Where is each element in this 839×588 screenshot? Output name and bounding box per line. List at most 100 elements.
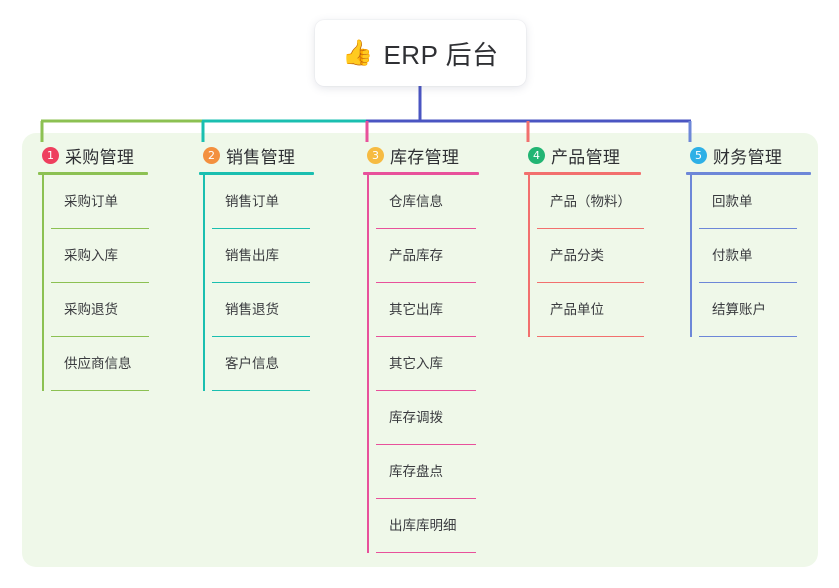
branch-item[interactable]: 销售出库	[212, 229, 351, 283]
branch-item-underline	[376, 335, 476, 337]
branch-item-underline	[537, 227, 644, 229]
branch-items: 仓库信息产品库存其它出库其它入库库存调拨库存盘点出库库明细	[363, 175, 515, 553]
branch-item-label: 出库库明细	[389, 518, 457, 533]
branch-item-underline	[212, 335, 310, 337]
branch-column-5: 5 财务管理回款单付款单结算账户	[686, 141, 838, 337]
branch-item-label: 采购退货	[64, 302, 118, 317]
branch-item[interactable]: 付款单	[699, 229, 838, 283]
branch-spine	[367, 175, 369, 553]
branch-item-underline	[212, 227, 310, 229]
branch-item-label: 仓库信息	[389, 194, 443, 209]
branch-number-badge: 1	[42, 146, 59, 164]
branch-underline	[686, 172, 811, 175]
branch-item-label: 产品分类	[550, 248, 604, 263]
branch-column-1: 1 采购管理采购订单采购入库采购退货供应商信息	[38, 141, 190, 391]
branch-header-1[interactable]: 1 采购管理	[38, 141, 190, 169]
branch-items: 销售订单销售出库销售退货客户信息	[199, 175, 351, 391]
branch-spine	[203, 175, 205, 391]
branch-item-underline	[376, 497, 476, 499]
branch-item-underline	[376, 227, 476, 229]
branch-number-badge: 3	[367, 146, 384, 164]
branch-header-3[interactable]: 3 库存管理	[363, 141, 515, 169]
branch-item-underline	[51, 335, 149, 337]
root-node[interactable]: 👍 ERP 后台	[315, 20, 526, 86]
branch-item[interactable]: 仓库信息	[376, 175, 515, 229]
branch-item-label: 销售出库	[225, 248, 279, 263]
branch-item-underline	[376, 389, 476, 391]
branch-item[interactable]: 销售退货	[212, 283, 351, 337]
branch-number-badge: 5	[690, 146, 707, 164]
branch-title: 财务管理	[713, 147, 783, 167]
branch-underline	[38, 172, 148, 175]
branch-title: 销售管理	[226, 147, 296, 167]
branch-underline	[524, 172, 641, 175]
branch-item-label: 库存调拨	[389, 410, 443, 425]
branch-item[interactable]: 供应商信息	[51, 337, 190, 391]
branch-item[interactable]: 结算账户	[699, 283, 838, 337]
branch-item-underline	[51, 281, 149, 283]
thumbs-up-icon: 👍	[342, 38, 374, 67]
branch-item-label: 产品库存	[389, 248, 443, 263]
root-title: ERP 后台	[383, 39, 499, 70]
branch-item-label: 产品单位	[550, 302, 604, 317]
branch-item-label: 其它出库	[389, 302, 443, 317]
branch-item[interactable]: 库存盘点	[376, 445, 515, 499]
branch-item[interactable]: 采购退货	[51, 283, 190, 337]
branch-header-5[interactable]: 5 财务管理	[686, 141, 838, 169]
branch-item-label: 客户信息	[225, 356, 279, 371]
branch-item[interactable]: 采购入库	[51, 229, 190, 283]
branch-item[interactable]: 采购订单	[51, 175, 190, 229]
branch-item-underline	[51, 389, 149, 391]
branch-underline	[199, 172, 314, 175]
branch-number-badge: 2	[203, 146, 220, 164]
branch-item[interactable]: 产品库存	[376, 229, 515, 283]
branch-item-underline	[537, 335, 644, 337]
branch-item-underline	[212, 281, 310, 283]
branch-item-underline	[376, 551, 476, 553]
branch-item-underline	[376, 281, 476, 283]
branch-item-label: 结算账户	[712, 302, 766, 317]
branch-item[interactable]: 回款单	[699, 175, 838, 229]
branch-item-label: 回款单	[712, 194, 753, 209]
branch-item-label: 付款单	[712, 248, 753, 263]
branch-item-underline	[699, 281, 797, 283]
branch-item-label: 销售订单	[225, 194, 279, 209]
branch-item[interactable]: 出库库明细	[376, 499, 515, 553]
branch-item-underline	[537, 281, 644, 283]
branch-item[interactable]: 产品单位	[537, 283, 676, 337]
branch-items: 回款单付款单结算账户	[686, 175, 838, 337]
branch-spine	[42, 175, 44, 391]
branch-item[interactable]: 产品分类	[537, 229, 676, 283]
branch-item-label: 产品（物料）	[550, 194, 631, 209]
branch-header-4[interactable]: 4 产品管理	[524, 141, 676, 169]
branch-item[interactable]: 其它出库	[376, 283, 515, 337]
branch-number-badge: 4	[528, 146, 545, 164]
branch-header-2[interactable]: 2 销售管理	[199, 141, 351, 169]
branch-column-3: 3 库存管理仓库信息产品库存其它出库其它入库库存调拨库存盘点出库库明细	[363, 141, 515, 553]
branch-title: 库存管理	[390, 147, 460, 167]
branch-underline	[363, 172, 479, 175]
branch-item-label: 其它入库	[389, 356, 443, 371]
branch-item[interactable]: 客户信息	[212, 337, 351, 391]
branch-item[interactable]: 其它入库	[376, 337, 515, 391]
branch-title: 采购管理	[65, 147, 135, 167]
branch-item[interactable]: 销售订单	[212, 175, 351, 229]
branch-column-2: 2 销售管理销售订单销售出库销售退货客户信息	[199, 141, 351, 391]
branch-item-underline	[699, 227, 797, 229]
branch-title: 产品管理	[551, 147, 621, 167]
branch-item-underline	[376, 443, 476, 445]
branch-item-underline	[699, 335, 797, 337]
branch-spine	[690, 175, 692, 337]
branch-item-label: 采购入库	[64, 248, 118, 263]
branch-item-label: 销售退货	[225, 302, 279, 317]
branches-panel	[22, 133, 818, 567]
branch-item[interactable]: 产品（物料）	[537, 175, 676, 229]
branch-item[interactable]: 库存调拨	[376, 391, 515, 445]
branch-items: 采购订单采购入库采购退货供应商信息	[38, 175, 190, 391]
branch-item-label: 供应商信息	[64, 356, 132, 371]
branch-item-underline	[51, 227, 149, 229]
branch-spine	[528, 175, 530, 337]
branch-column-4: 4 产品管理产品（物料） 产品分类产品单位	[524, 141, 676, 337]
branch-item-label: 采购订单	[64, 194, 118, 209]
